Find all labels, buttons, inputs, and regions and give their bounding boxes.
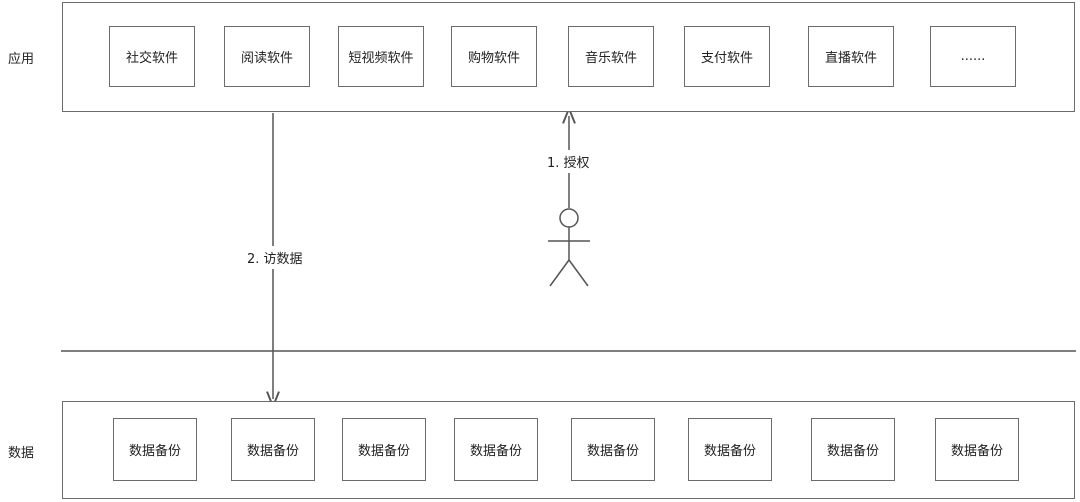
app-tile[interactable]: 购物软件 <box>451 26 537 87</box>
app-tile-more[interactable]: ...... <box>930 26 1016 87</box>
app-tile[interactable]: 支付软件 <box>684 26 770 87</box>
backup-tile[interactable]: 数据备份 <box>935 418 1019 481</box>
app-tile[interactable]: 短视频软件 <box>338 26 424 87</box>
backup-tile[interactable]: 数据备份 <box>811 418 895 481</box>
backup-tile[interactable]: 数据备份 <box>571 418 655 481</box>
user-actor-icon <box>548 208 590 287</box>
app-tile[interactable]: 直播软件 <box>808 26 894 87</box>
backup-tile[interactable]: 数据备份 <box>454 418 538 481</box>
app-tile[interactable]: 社交软件 <box>109 26 195 87</box>
data-layer-box <box>62 401 1075 499</box>
backup-tile[interactable]: 数据备份 <box>342 418 426 481</box>
app-tile[interactable]: 阅读软件 <box>224 26 310 87</box>
access-data-label: 2. 访数据 <box>244 246 306 269</box>
data-layer-label: 数据 <box>8 446 35 461</box>
backup-tile[interactable]: 数据备份 <box>688 418 772 481</box>
authorize-label: 1. 授权 <box>544 150 593 173</box>
backup-tile[interactable]: 数据备份 <box>113 418 197 481</box>
backup-tile[interactable]: 数据备份 <box>231 418 315 481</box>
app-tile[interactable]: 音乐软件 <box>568 26 654 87</box>
app-layer-label: 应用 <box>8 52 35 67</box>
